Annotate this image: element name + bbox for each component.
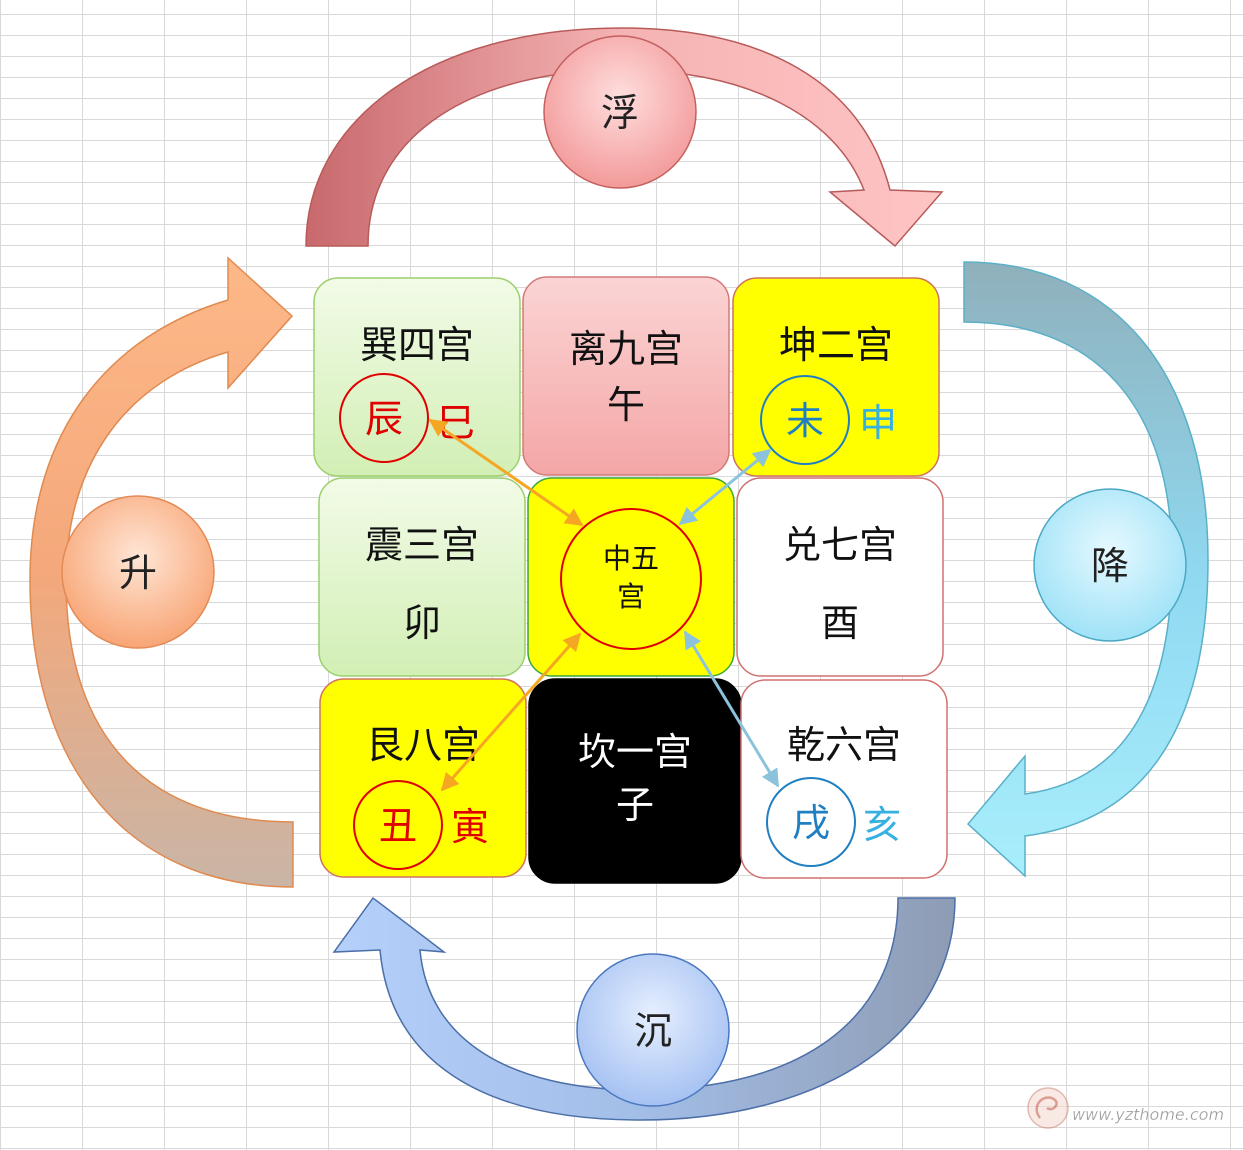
zhen-palace-branch: 卯 bbox=[403, 601, 441, 645]
rise-arrow bbox=[29, 256, 294, 888]
li-palace-name: 离九宫 bbox=[569, 327, 683, 371]
center-palace-circle bbox=[560, 508, 702, 650]
qian-palace-cell bbox=[740, 679, 948, 879]
li-palace-branch: 午 bbox=[607, 383, 645, 427]
gen-branch-circle bbox=[353, 780, 443, 870]
connector-kun-center bbox=[678, 448, 772, 526]
rise-label: 升 bbox=[119, 551, 157, 595]
connector-xun-center bbox=[428, 418, 584, 527]
kun-branch-circled: 未 bbox=[786, 399, 824, 443]
qian-branch-side: 亥 bbox=[863, 803, 901, 847]
gen-branch-circled: 丑 bbox=[379, 804, 417, 848]
zhen-palace-name: 震三宫 bbox=[365, 523, 479, 567]
zhen-palace-cell bbox=[318, 477, 526, 677]
kun-branch-side: 申 bbox=[859, 401, 897, 445]
kan-palace-branch: 子 bbox=[616, 783, 654, 827]
float-arrow bbox=[305, 27, 944, 248]
qian-branch-circle bbox=[766, 777, 856, 867]
dui-palace-cell bbox=[736, 477, 944, 677]
watermark-url: www.yzthome.com bbox=[1072, 1105, 1224, 1124]
gen-palace-name: 艮八宫 bbox=[366, 723, 480, 767]
descend-label: 降 bbox=[1091, 544, 1129, 588]
gen-palace-cell bbox=[319, 678, 527, 878]
sink-label: 沉 bbox=[634, 1009, 672, 1053]
qian-branch-circled: 戌 bbox=[792, 801, 830, 845]
li-palace-cell bbox=[522, 276, 730, 476]
sink-arrow bbox=[332, 896, 956, 1121]
float-circle bbox=[543, 35, 697, 189]
descend-arrow bbox=[963, 261, 1209, 878]
gen-branch-side: 寅 bbox=[451, 805, 489, 849]
watermark-logo bbox=[1027, 1087, 1069, 1129]
xun-branch-circle bbox=[339, 373, 429, 463]
kun-palace-name: 坤二宫 bbox=[779, 323, 893, 367]
xun-branch-circled: 辰 bbox=[365, 397, 403, 441]
xun-palace-name: 巽四宫 bbox=[360, 323, 474, 367]
center-palace-line1: 中五 bbox=[603, 542, 659, 575]
center-palace-line2: 宫 bbox=[617, 580, 645, 613]
float-label: 浮 bbox=[601, 91, 639, 135]
qian-palace-name: 乾六宫 bbox=[787, 723, 901, 767]
connector-qian-center bbox=[683, 630, 780, 788]
sink-circle bbox=[576, 953, 730, 1107]
kan-palace-name: 坎一宫 bbox=[578, 730, 692, 774]
kun-branch-circle bbox=[760, 375, 850, 465]
kan-palace-cell bbox=[528, 678, 742, 884]
kun-palace-cell bbox=[732, 277, 940, 477]
connector-gen-center bbox=[440, 632, 582, 792]
dui-palace-name: 兑七宫 bbox=[783, 523, 897, 567]
rise-circle bbox=[61, 495, 215, 649]
descend-circle bbox=[1033, 488, 1187, 642]
dui-palace-branch: 酉 bbox=[821, 601, 859, 645]
